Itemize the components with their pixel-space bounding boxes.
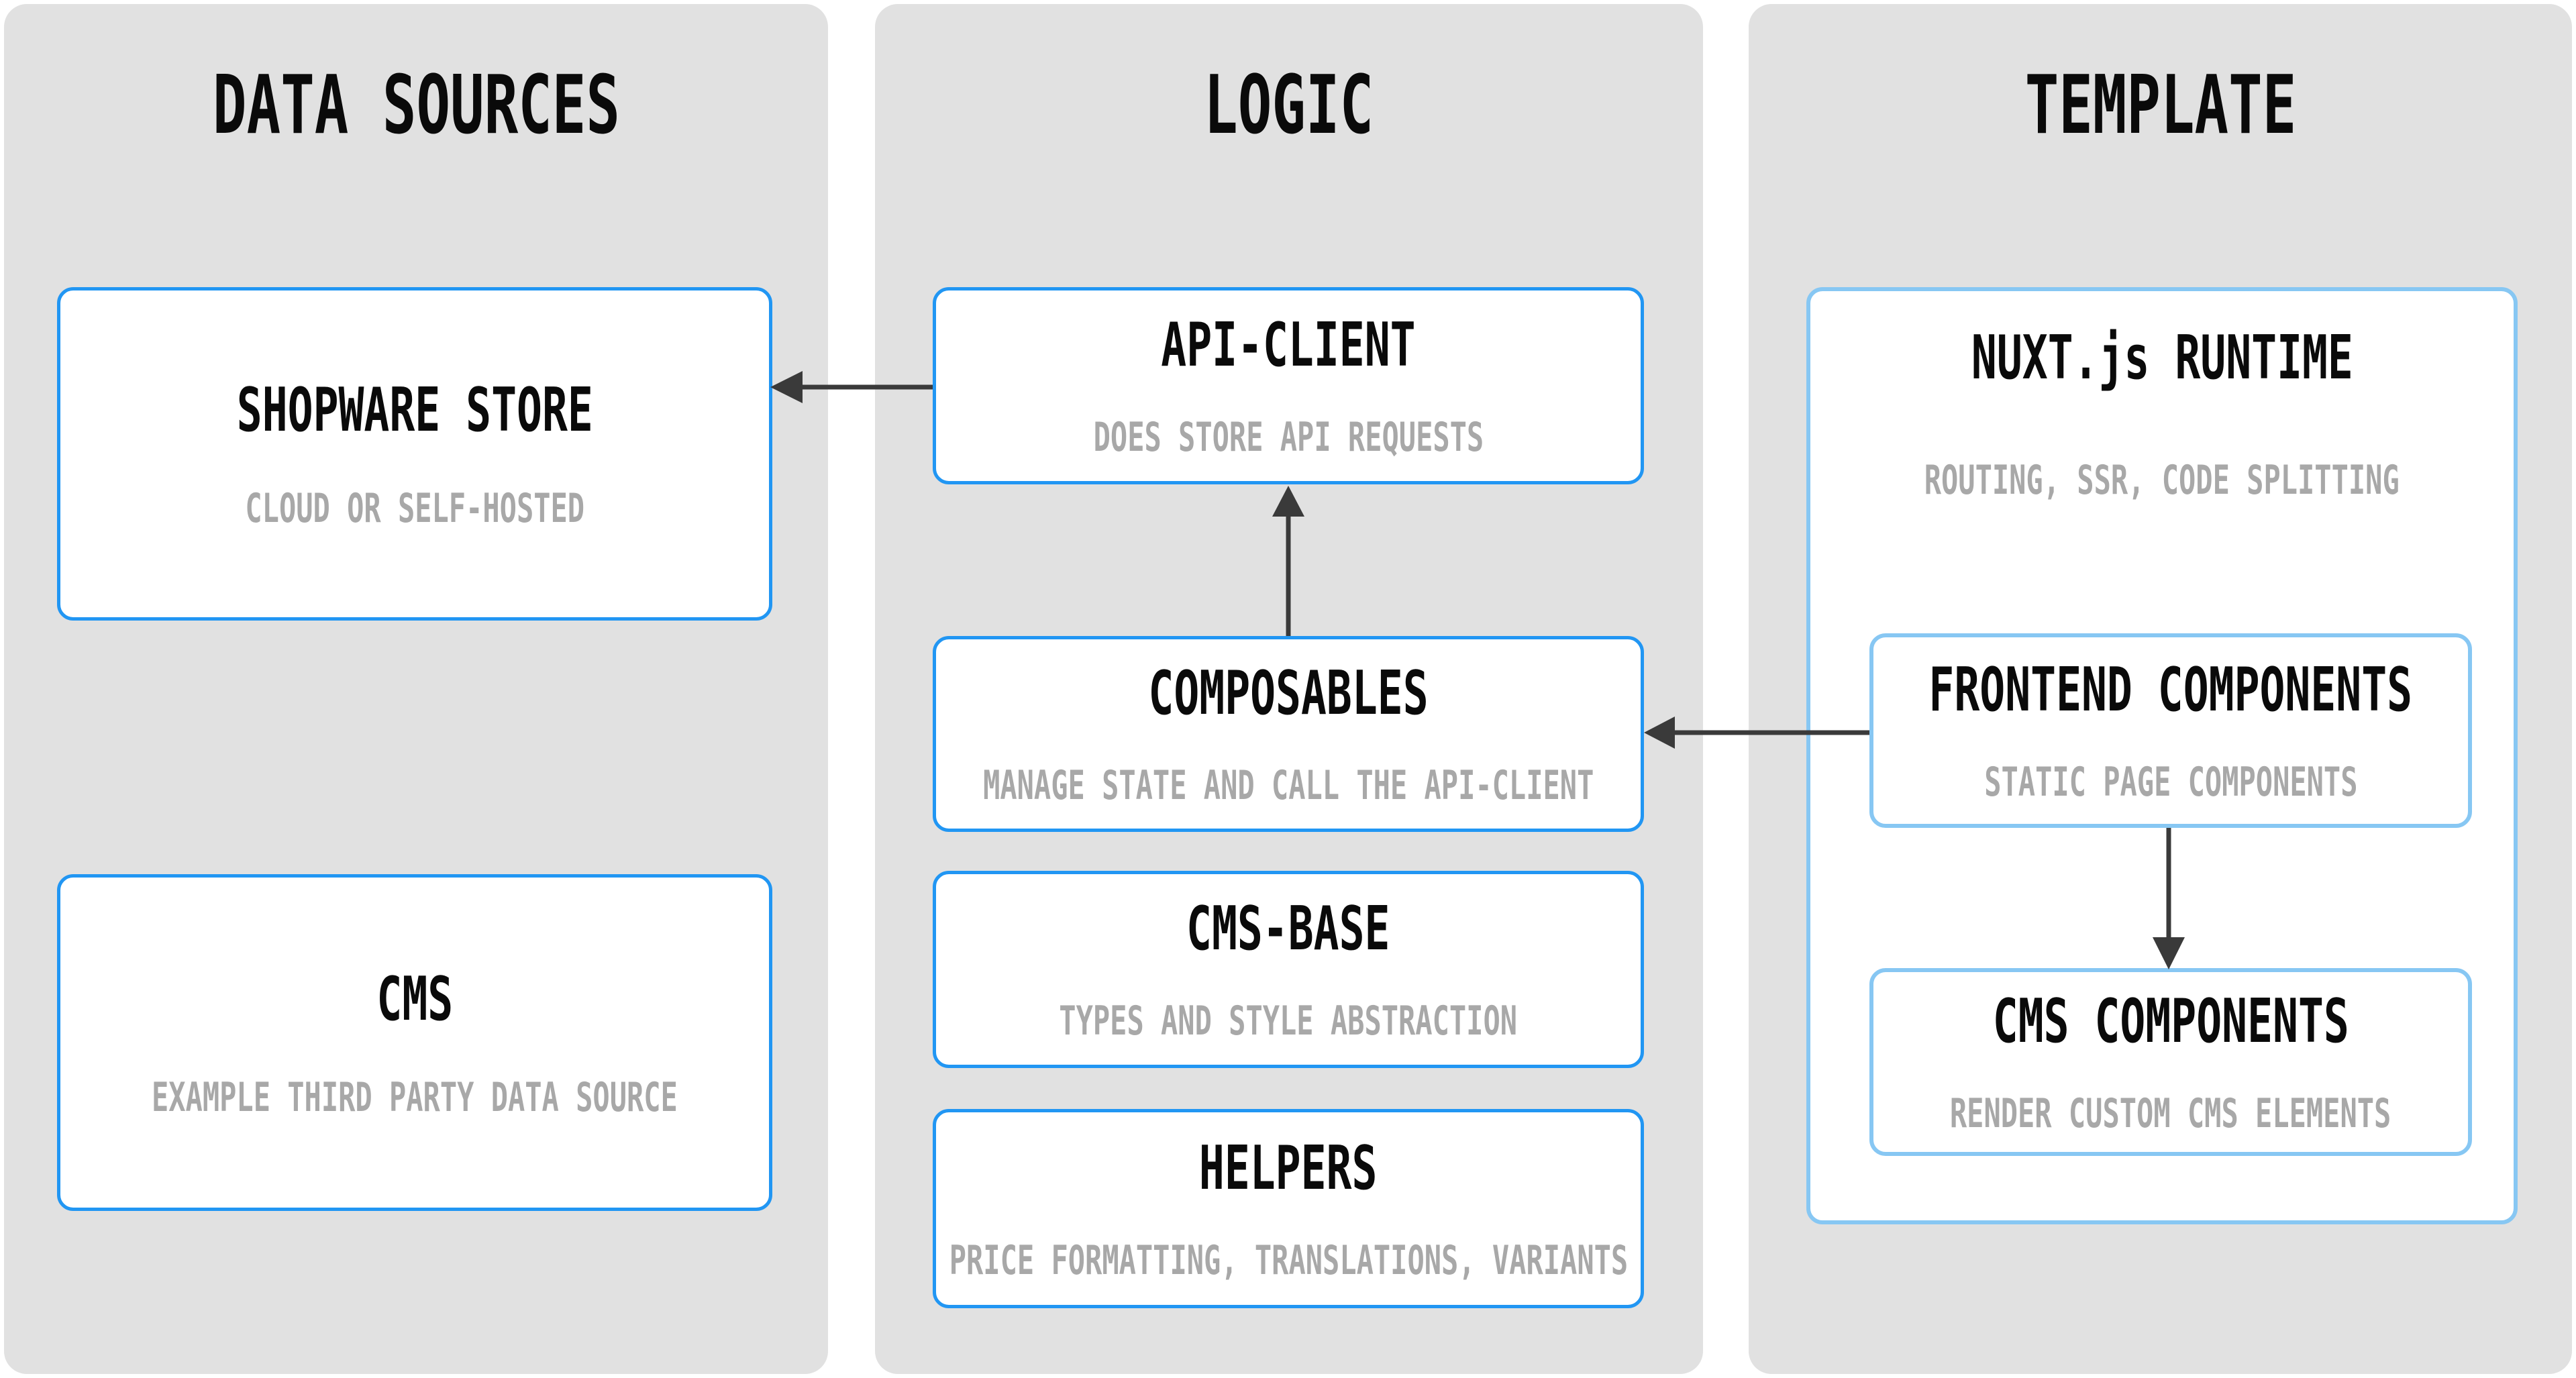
column-title-template-text: TEMPLATE: [2024, 59, 2296, 152]
box-composables-subtitle: MANAGE STATE AND CALL THE API-CLIENT: [982, 762, 1594, 809]
box-cms: CMS EXAMPLE THIRD PARTY DATA SOURCE: [57, 874, 772, 1211]
box-cms-components: CMS COMPONENTS RENDER CUSTOM CMS ELEMENT…: [1869, 968, 2472, 1156]
box-helpers-title: HELPERS: [1199, 1132, 1378, 1204]
box-shopware-store-subtitle: CLOUD OR SELF-HOSTED: [245, 485, 584, 532]
box-composables: COMPOSABLES MANAGE STATE AND CALL THE AP…: [933, 636, 1644, 832]
column-title-template: TEMPLATE: [1749, 66, 2572, 146]
box-helpers-subtitle: PRICE FORMATTING, TRANSLATIONS, VARIANTS: [949, 1236, 1628, 1284]
box-api-client-subtitle: DOES STORE API REQUESTS: [1093, 414, 1484, 461]
box-composables-title: COMPOSABLES: [1148, 658, 1429, 729]
box-cms-base: CMS-BASE TYPES AND STYLE ABSTRACTION: [933, 871, 1644, 1068]
box-cms-subtitle: EXAMPLE THIRD PARTY DATA SOURCE: [152, 1073, 678, 1121]
box-frontend-components: FRONTEND COMPONENTS STATIC PAGE COMPONEN…: [1869, 633, 2472, 828]
box-frontend-components-subtitle: STATIC PAGE COMPONENTS: [1983, 759, 2358, 806]
box-cms-base-subtitle: TYPES AND STYLE ABSTRACTION: [1059, 998, 1518, 1045]
column-title-data-sources: DATA SOURCES: [4, 66, 828, 146]
box-cms-base-title: CMS-BASE: [1186, 894, 1390, 964]
box-cms-components-title: CMS COMPONENTS: [1992, 986, 2349, 1057]
box-nuxt-runtime-title: NUXT.js RUNTIME: [1971, 323, 2353, 393]
column-title-logic: LOGIC: [875, 66, 1703, 146]
box-cms-components-subtitle: RENDER CUSTOM CMS ELEMENTS: [1950, 1090, 2391, 1137]
box-nuxt-runtime-subtitle: ROUTING, SSR, CODE SPLITTING: [1924, 457, 2400, 504]
box-shopware-store-title: SHOPWARE STORE: [236, 375, 593, 445]
box-helpers: HELPERS PRICE FORMATTING, TRANSLATIONS, …: [933, 1109, 1644, 1308]
column-title-data-sources-text: DATA SOURCES: [212, 59, 620, 152]
box-api-client-title: API-CLIENT: [1161, 310, 1416, 380]
box-api-client: API-CLIENT DOES STORE API REQUESTS: [933, 287, 1644, 484]
column-title-logic-text: LOGIC: [1204, 59, 1374, 152]
box-frontend-components-title: FRONTEND COMPONENTS: [1928, 655, 2413, 725]
box-cms-title: CMS: [376, 963, 453, 1035]
box-shopware-store: SHOPWARE STORE CLOUD OR SELF-HOSTED: [57, 287, 772, 621]
